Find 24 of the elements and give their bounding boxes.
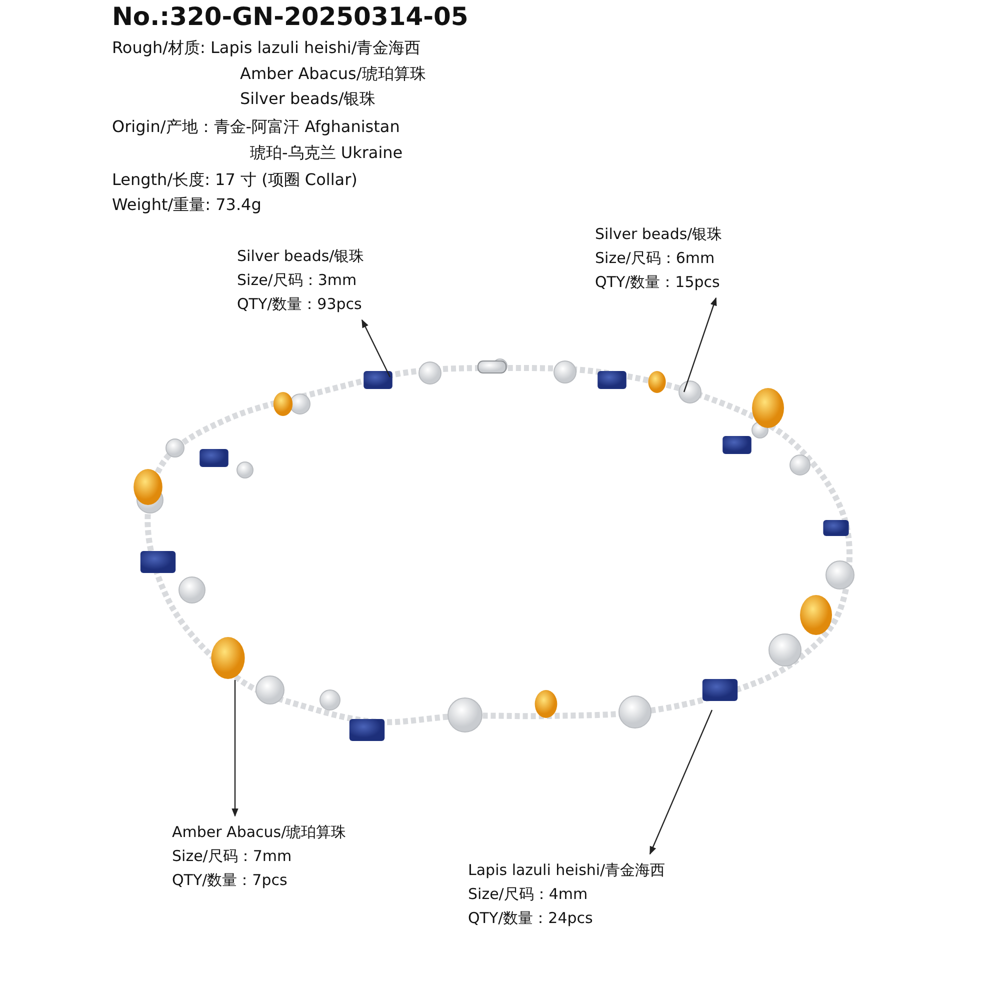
spec-text: Weight/重量: 73.4g (112, 194, 262, 216)
spec-text: Origin/产地：青金-阿富汗 Afghanistan (112, 116, 400, 138)
bead-name: Silver beads/银珠 (595, 224, 722, 245)
spec-text: Amber Abacus/琥珀算珠 (240, 63, 426, 85)
leader-arrow (649, 710, 713, 855)
bead-spec: Size/尺码：3mm (237, 270, 358, 291)
spec-text: Length/长度: 17 寸 (项圈 Collar) (112, 169, 358, 191)
spec-text: Rough/材质: Lapis lazuli heishi/青金海西 (112, 37, 421, 59)
product-number-heading: No.:320-GN-20250314-05 (112, 2, 468, 31)
bead-spec: QTY/数量：15pcs (595, 272, 721, 293)
spec-text: Silver beads/银珠 (240, 88, 376, 110)
bead-name: Lapis lazuli heishi/青金海西 (468, 860, 666, 881)
bead-spec: QTY/数量：24pcs (468, 908, 594, 929)
bead-spec: Size/尺码：6mm (595, 248, 716, 269)
bead-spec: Size/尺码：7mm (172, 846, 293, 867)
spec-text: 琥珀-乌克兰 Ukraine (250, 142, 403, 164)
leader-arrow (361, 319, 391, 378)
bead-spec: QTY/数量：7pcs (172, 870, 288, 891)
bead-spec: QTY/数量：93pcs (237, 294, 363, 315)
leader-arrow (683, 297, 717, 392)
bead-spec: Size/尺码：4mm (468, 884, 589, 905)
bead-name: Amber Abacus/琥珀算珠 (172, 822, 346, 843)
bead-name: Silver beads/银珠 (237, 246, 364, 267)
leader-arrow (232, 680, 238, 817)
